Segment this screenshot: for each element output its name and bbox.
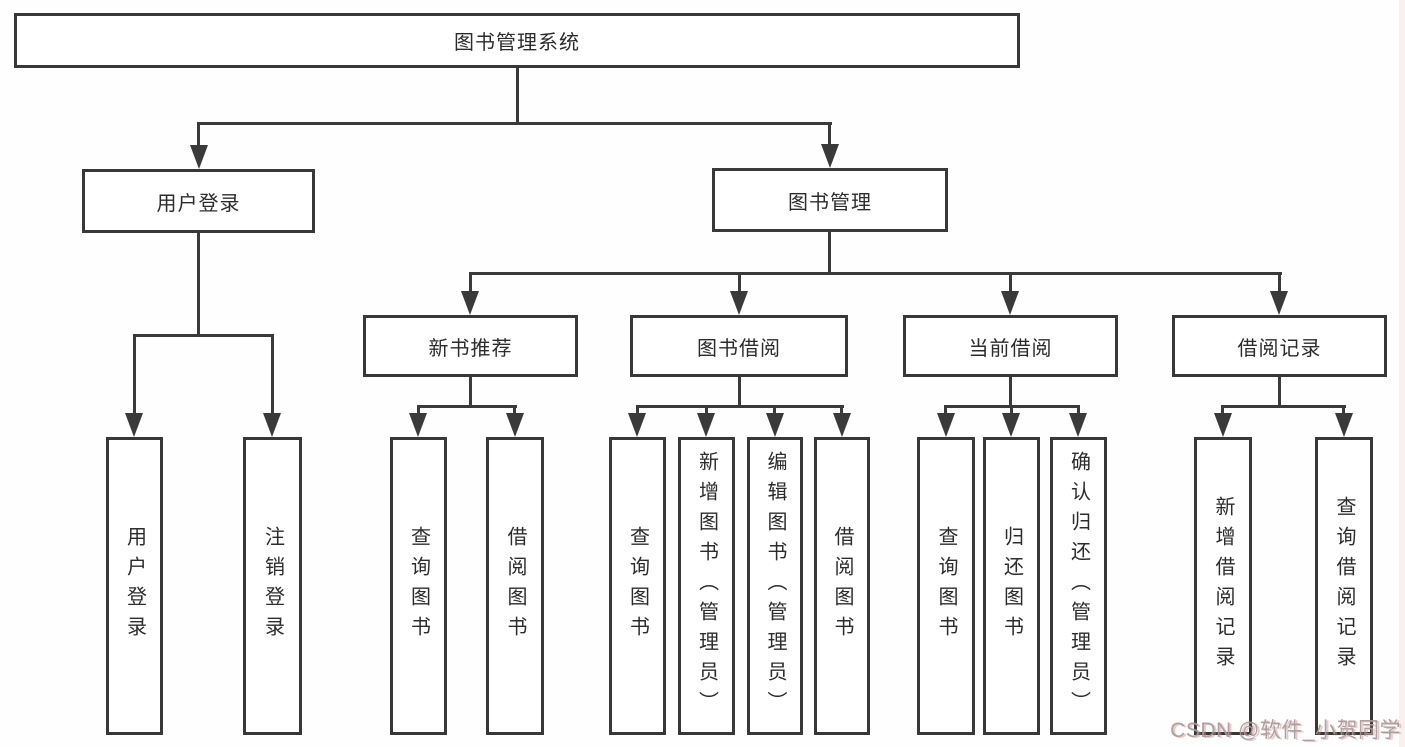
leaf-user-login: 用户登录 <box>106 437 163 735</box>
connector-new-book-split-line <box>417 405 517 408</box>
connector-user-login-shaft <box>197 122 200 146</box>
connector-level3-shaft <box>469 272 472 292</box>
leaf-add-books-admin: 新增图书（管理员） <box>678 437 735 735</box>
connector-level3-shaft <box>1278 272 1281 292</box>
watermark: CSDN @软件_小贺同学 <box>1170 719 1401 742</box>
connector-leaf-shaft <box>1221 405 1224 415</box>
down-arrowhead-icon <box>833 413 851 437</box>
node-label: 图书管理 <box>788 191 872 214</box>
leaf-edit-books-admin: 编辑图书（管理员） <box>747 437 803 735</box>
leaf-return-books: 归还图书 <box>983 437 1040 735</box>
connector-book-management-split-line <box>469 272 1282 275</box>
leaf-label: 查询借阅记录 <box>1333 496 1355 676</box>
connector-leaf-shaft <box>944 405 947 415</box>
connector-user-login-split-line <box>133 334 274 337</box>
node-label: 用户登录 <box>156 192 241 215</box>
node-new-book-recommend: 新书推荐 <box>363 315 578 377</box>
connector-borrowing-records-split-line <box>1221 405 1346 408</box>
connector-book-management-shaft <box>828 122 831 146</box>
connector-leaf-shaft <box>773 405 776 415</box>
node-label: 当前借阅 <box>968 337 1053 360</box>
down-arrowhead-icon <box>1270 291 1288 315</box>
down-arrowhead-icon <box>263 413 281 437</box>
down-arrowhead-icon <box>461 291 479 315</box>
leaf-label: 归还图书 <box>1000 526 1023 646</box>
leaf-query-books-current: 查询图书 <box>917 437 975 735</box>
down-arrowhead-icon <box>730 291 748 315</box>
leaf-label: 查询图书 <box>407 526 430 646</box>
node-current-borrowing: 当前借阅 <box>903 315 1118 377</box>
leaf-label: 确认归还（管理员） <box>1067 451 1090 721</box>
connector-leaf-shaft <box>1342 405 1345 415</box>
connector-leaf-shaft <box>1010 405 1013 415</box>
leaf-confirm-return-admin: 确认归还（管理员） <box>1050 437 1107 735</box>
leaf-label: 查询图书 <box>626 526 649 646</box>
leaf-label: 注销登录 <box>261 526 284 646</box>
leaf-borrow-books-recommend: 借阅图书 <box>486 437 544 735</box>
connector-book-borrowing-stem-line <box>738 377 741 408</box>
leaf-query-borrow-record: 查询借阅记录 <box>1315 437 1373 735</box>
connector-current-borrowing-stem-line <box>1009 377 1012 408</box>
connector-book-management-stem-line <box>828 232 831 275</box>
down-arrowhead-icon <box>937 413 955 437</box>
down-arrowhead-icon <box>506 413 524 437</box>
down-arrowhead-icon <box>125 413 143 437</box>
connector-leaf-shaft <box>705 405 708 415</box>
connector-leaf-shaft <box>133 334 136 413</box>
connector-leaf-shaft <box>840 405 843 415</box>
connector-level3-shaft <box>1009 272 1012 292</box>
leaf-logout: 注销登录 <box>243 437 302 735</box>
node-borrowing-records: 借阅记录 <box>1172 315 1387 377</box>
leaf-label: 借阅图书 <box>831 526 853 646</box>
down-arrowhead-icon <box>409 413 427 437</box>
node-library-management-system: 图书管理系统 <box>14 13 1020 68</box>
node-label: 图书管理系统 <box>454 32 580 54</box>
connector-borrowing-records-stem-line <box>1278 377 1281 408</box>
leaf-label: 新增图书（管理员） <box>695 451 718 721</box>
leaf-borrow-books-borrowing: 借阅图书 <box>814 437 870 735</box>
down-arrowhead-icon <box>1069 413 1087 437</box>
down-arrowhead-icon <box>821 144 839 168</box>
connector-book-borrowing-split-line <box>636 405 844 408</box>
leaf-label: 编辑图书（管理员） <box>764 451 786 721</box>
down-arrowhead-icon <box>1001 291 1019 315</box>
down-arrowhead-icon <box>628 413 646 437</box>
connector-leaf-shaft <box>513 405 516 415</box>
down-arrowhead-icon <box>1214 413 1232 437</box>
leaf-query-books-recommend: 查询图书 <box>390 437 447 735</box>
down-arrowhead-icon <box>190 145 208 169</box>
connector-leaf-shaft <box>636 405 639 415</box>
down-arrowhead-icon <box>766 413 784 437</box>
right-edge-tint <box>1399 0 1405 747</box>
leaf-query-books-borrowing: 查询图书 <box>609 437 666 735</box>
down-arrowhead-icon <box>1002 413 1020 437</box>
leaf-label: 新增借阅记录 <box>1212 496 1234 676</box>
connector-leaf-shaft <box>417 405 420 415</box>
connector-new-book-stem-line <box>469 377 472 408</box>
down-arrowhead-icon <box>1335 413 1353 437</box>
node-book-borrowing: 图书借阅 <box>630 315 848 377</box>
down-arrowhead-icon <box>697 413 715 437</box>
connector-user-login-stem-line <box>197 233 200 337</box>
node-label: 借阅记录 <box>1237 337 1322 360</box>
node-book-management: 图书管理 <box>712 168 948 232</box>
connector-level3-shaft <box>738 272 741 292</box>
node-label: 新书推荐 <box>428 337 513 360</box>
connector-root-stem-line <box>516 68 519 125</box>
node-label: 图书借阅 <box>697 337 781 360</box>
leaf-label: 借阅图书 <box>504 526 526 646</box>
leaf-label: 用户登录 <box>123 526 146 646</box>
node-user-login: 用户登录 <box>82 169 315 233</box>
connector-root-split-line <box>197 122 832 125</box>
connector-leaf-shaft <box>1077 405 1080 415</box>
connector-leaf-shaft <box>271 334 274 413</box>
leaf-label: 查询图书 <box>935 526 957 646</box>
leaf-add-borrow-record: 新增借阅记录 <box>1194 437 1252 735</box>
